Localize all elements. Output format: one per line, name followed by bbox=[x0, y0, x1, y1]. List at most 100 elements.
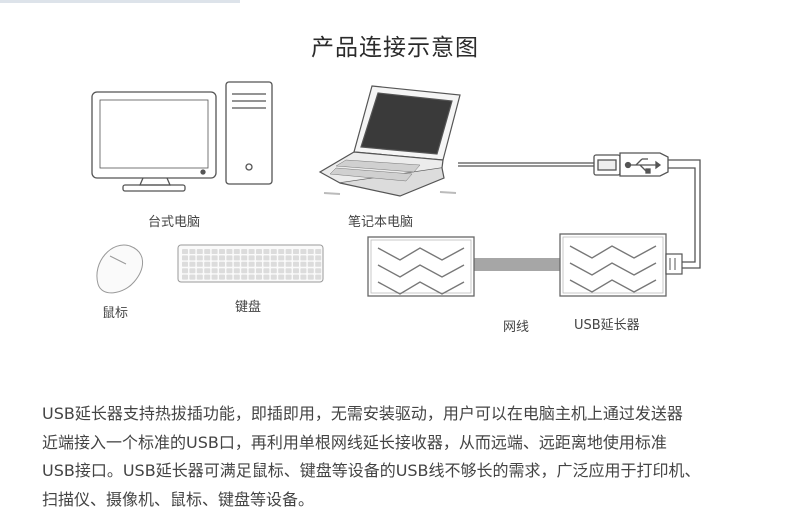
keyboard-key bbox=[182, 274, 188, 280]
keyboard-key bbox=[300, 274, 307, 280]
keyboard-key bbox=[293, 255, 299, 261]
keyboard-key bbox=[182, 268, 188, 274]
description: USB延长器支持热拔插功能，即插即用，无需安装驱动，用户可以在电脑主机上通过发送… bbox=[42, 400, 790, 514]
keyboard-key bbox=[293, 274, 299, 280]
keyboard-key bbox=[226, 261, 233, 267]
keyboard-key bbox=[307, 255, 314, 261]
desktop-label: 台式电脑 bbox=[148, 215, 201, 230]
network-cable bbox=[474, 258, 560, 271]
keyboard-key bbox=[293, 261, 299, 267]
keyboard-key bbox=[226, 268, 233, 274]
keyboard-key bbox=[315, 255, 322, 261]
keyboard-key bbox=[211, 249, 218, 254]
keyboard-key bbox=[263, 249, 270, 254]
usb-plug-icon bbox=[593, 152, 669, 177]
description-line: USB延长器支持热拔插功能，即插即用，无需安装驱动，用户可以在电脑主机上通过发送… bbox=[42, 404, 683, 423]
keyboard-key bbox=[270, 249, 277, 254]
keyboard-key bbox=[256, 268, 262, 274]
description-line: 扫描仪、摄像机、鼠标、键盘等设备。 bbox=[42, 489, 315, 509]
keyboard-key bbox=[241, 261, 248, 267]
keyboard-key bbox=[278, 261, 285, 267]
keyboard-key bbox=[211, 274, 218, 280]
keyboard-key bbox=[211, 261, 218, 267]
keyboard-key bbox=[285, 274, 292, 280]
keyboard-key bbox=[263, 255, 270, 261]
keyboard-key bbox=[211, 268, 218, 274]
keyboard-key bbox=[182, 255, 188, 261]
keyboard-key bbox=[189, 249, 196, 254]
keyboard-key bbox=[307, 268, 314, 274]
description-line: USB接口。USB延长器可满足鼠标、键盘等设备的USB线不够长的需求，广泛应用于… bbox=[42, 461, 701, 480]
top-accent-line bbox=[0, 0, 240, 3]
keyboard-key bbox=[278, 274, 285, 280]
keyboard-key bbox=[226, 274, 233, 280]
keyboard-key bbox=[248, 274, 255, 280]
connection-diagram bbox=[91, 81, 701, 297]
desktop-monitor-icon bbox=[91, 91, 217, 192]
keyboard-label: 键盘 bbox=[235, 300, 262, 315]
keyboard-key bbox=[307, 249, 314, 254]
laptop-label: 笔记本电脑 bbox=[348, 215, 414, 230]
keyboard-key bbox=[211, 255, 218, 261]
keyboard-key bbox=[278, 255, 285, 261]
keyboard-key bbox=[182, 261, 188, 267]
keyboard-key bbox=[307, 261, 314, 267]
keyboard-key bbox=[241, 249, 248, 254]
keyboard-key bbox=[196, 268, 203, 274]
keyboard-key bbox=[307, 274, 314, 280]
keyboard-key bbox=[241, 268, 248, 274]
keyboard-key bbox=[285, 268, 292, 274]
keyboard-key bbox=[204, 255, 211, 261]
keyboard-key bbox=[189, 255, 196, 261]
keyboard-key bbox=[300, 255, 307, 261]
keyboard-key bbox=[256, 261, 262, 267]
keyboard-key bbox=[315, 249, 322, 254]
keyboard-key bbox=[226, 255, 233, 261]
keyboard-key bbox=[300, 249, 307, 254]
keyboard-key bbox=[241, 274, 248, 280]
keyboard-key bbox=[189, 274, 196, 280]
keyboard-key bbox=[241, 255, 248, 261]
keyboard-key bbox=[204, 274, 211, 280]
keyboard-key bbox=[300, 261, 307, 267]
keyboard-key bbox=[219, 255, 225, 261]
keyboard-key bbox=[196, 274, 203, 280]
keyboard-key bbox=[233, 274, 240, 280]
keyboard-key bbox=[196, 255, 203, 261]
keyboard-key bbox=[285, 249, 292, 254]
keyboard-key bbox=[204, 249, 211, 254]
keyboard-key bbox=[189, 261, 196, 267]
keyboard-key bbox=[248, 261, 255, 267]
desktop-tower-icon bbox=[225, 81, 273, 185]
keyboard-key bbox=[219, 261, 225, 267]
keyboard-key bbox=[270, 255, 277, 261]
keyboard-key bbox=[315, 274, 322, 280]
keyboard-key bbox=[233, 255, 240, 261]
keyboard-key bbox=[270, 268, 277, 274]
keyboard-key bbox=[278, 249, 285, 254]
keyboard-key bbox=[189, 268, 196, 274]
keyboard-key bbox=[263, 261, 270, 267]
keyboard-key bbox=[278, 268, 285, 274]
extender-label: USB延长器 bbox=[574, 318, 640, 333]
laptop-icon bbox=[318, 85, 461, 197]
keyboard-icon bbox=[177, 244, 324, 283]
keyboard-key bbox=[196, 249, 203, 254]
keyboard-key bbox=[196, 261, 203, 267]
transmitter-icon bbox=[367, 236, 475, 297]
keyboard-key bbox=[263, 268, 270, 274]
keyboard-key bbox=[270, 274, 277, 280]
network-cable-label: 网线 bbox=[503, 320, 530, 335]
keyboard-key bbox=[315, 261, 322, 267]
keyboard-key bbox=[204, 261, 211, 267]
usb-cable bbox=[458, 159, 701, 269]
receiver-icon bbox=[559, 233, 683, 297]
keyboard-key bbox=[233, 249, 240, 254]
keyboard-key bbox=[226, 249, 233, 254]
keyboard-key bbox=[219, 268, 225, 274]
keyboard-key bbox=[256, 255, 262, 261]
keyboard-key bbox=[233, 261, 240, 267]
keyboard-key bbox=[285, 255, 292, 261]
keyboard-key bbox=[233, 268, 240, 274]
keyboard-key bbox=[182, 249, 188, 254]
